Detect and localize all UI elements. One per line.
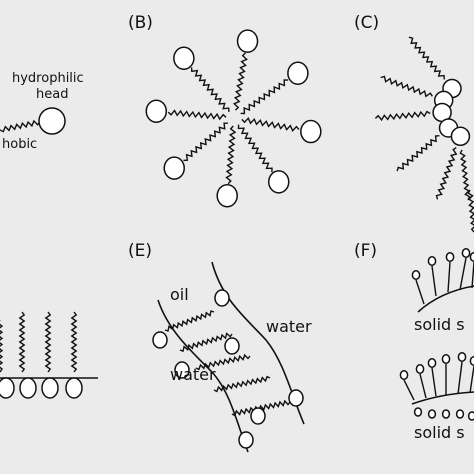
hydrophilic-head	[173, 46, 195, 70]
adsorbed-tail	[447, 261, 451, 293]
hydrophilic-head	[450, 126, 471, 147]
hydrophobic-tail	[190, 67, 230, 112]
hydrophilic-head	[467, 411, 474, 421]
hydrophobic-tail	[374, 110, 431, 122]
adsorbed-tail	[403, 379, 415, 401]
hydrophilic-head	[0, 377, 15, 399]
hydrophilic-head	[65, 377, 83, 399]
hydrophobic-tail	[0, 320, 4, 373]
hydrophilic-head	[238, 431, 254, 449]
hydrophilic-head	[399, 370, 409, 380]
hydrophilic-head	[427, 256, 437, 266]
hydrophobic-tail	[232, 52, 248, 111]
hydrophilic-head	[469, 356, 474, 366]
hydrophilic-head	[224, 337, 240, 355]
hydrophilic-head	[250, 407, 266, 425]
hydrophobic-tail	[213, 375, 271, 393]
hydrophilic-head	[411, 270, 421, 280]
adsorbed-tail	[459, 257, 467, 291]
adsorbed-tail	[431, 265, 437, 297]
panel-label-b: (B)	[128, 13, 153, 33]
solid-surface-bottom	[411, 391, 474, 405]
water-label-left: water	[170, 365, 216, 384]
hydrophobic-tail	[241, 116, 300, 132]
hydrophilic-head	[445, 252, 455, 262]
adsorbed-tail	[431, 367, 437, 397]
hydrophilic-head	[152, 331, 168, 349]
hydrophilic-head	[288, 389, 304, 407]
structure-lines	[0, 261, 474, 453]
water-label-right: water	[266, 317, 312, 336]
hydrophilic-head	[236, 29, 259, 53]
hydrophobic-tail	[18, 311, 26, 373]
adsorbed-tail	[457, 361, 463, 395]
panel-label-c: (C)	[354, 13, 379, 33]
hydrophobic-tail	[225, 125, 237, 185]
hydrophilic-head	[455, 409, 465, 419]
hydrophilic-head	[214, 289, 230, 307]
hydrophilic-head	[415, 364, 425, 374]
hydrophilic-head	[300, 119, 322, 144]
hydrophilic-head	[427, 409, 437, 419]
hydrophobic-tail	[183, 122, 228, 162]
oil-label: oil	[170, 285, 189, 304]
hydrophilic-head	[19, 377, 37, 399]
hydrophilic-head	[163, 156, 185, 180]
solid-surface-top	[417, 285, 474, 313]
hydrophilic-head	[441, 409, 451, 419]
surfactant-tails	[0, 36, 474, 417]
hydrophobic-tail	[435, 147, 458, 200]
head-label: head	[36, 87, 68, 102]
bilayer-interface-left	[157, 299, 249, 453]
hydrophilic-head	[413, 407, 423, 417]
hydrophilic-label: hydrophilic	[12, 71, 84, 86]
hydrophobic-tail	[459, 149, 471, 201]
hydrophilic-head	[41, 377, 59, 399]
hydrophilic-head	[469, 252, 474, 262]
hydrophilic-head	[427, 358, 437, 368]
hydrophobic-tail	[44, 311, 52, 373]
hydrophobic-tail	[240, 79, 289, 115]
hydrophobic-tail	[467, 189, 474, 233]
hydrophilic-head	[267, 170, 290, 194]
solid-surface-label-bottom: solid s	[414, 423, 465, 442]
surfactant-heads	[0, 29, 474, 449]
adsorbed-tail	[469, 365, 474, 394]
hydrophobic-tail	[167, 109, 227, 121]
hydrophobic-tail	[231, 399, 291, 417]
hydrophobic-tail	[179, 332, 233, 353]
hydrophilic-head	[38, 107, 66, 135]
hydrophobic-tail	[164, 310, 215, 332]
panel-label-f: (F)	[354, 241, 377, 261]
hydrophobic-tail	[380, 75, 433, 98]
hydrophobic-tail	[237, 124, 273, 173]
hydrophilic-head	[287, 61, 309, 86]
hydrophilic-head	[174, 361, 190, 379]
hydrophilic-head	[441, 354, 451, 364]
hydrophobic-tail	[0, 119, 41, 133]
hydrophobic-tail	[408, 36, 445, 80]
solid-surface-label-top: solid s	[414, 315, 465, 334]
hydrophilic-head	[461, 248, 471, 258]
hydrophilic-head	[457, 352, 467, 362]
hydrophilic-head	[216, 183, 238, 208]
adsorbed-tail	[415, 279, 425, 305]
hydrophobic-label-partial: hobic	[2, 137, 37, 152]
adsorbed-tail	[419, 373, 427, 399]
hydrophobic-tail	[70, 311, 78, 373]
hydrophilic-head	[145, 99, 168, 123]
hydrophobic-tail	[396, 135, 440, 172]
panel-label-e: (E)	[128, 241, 152, 261]
